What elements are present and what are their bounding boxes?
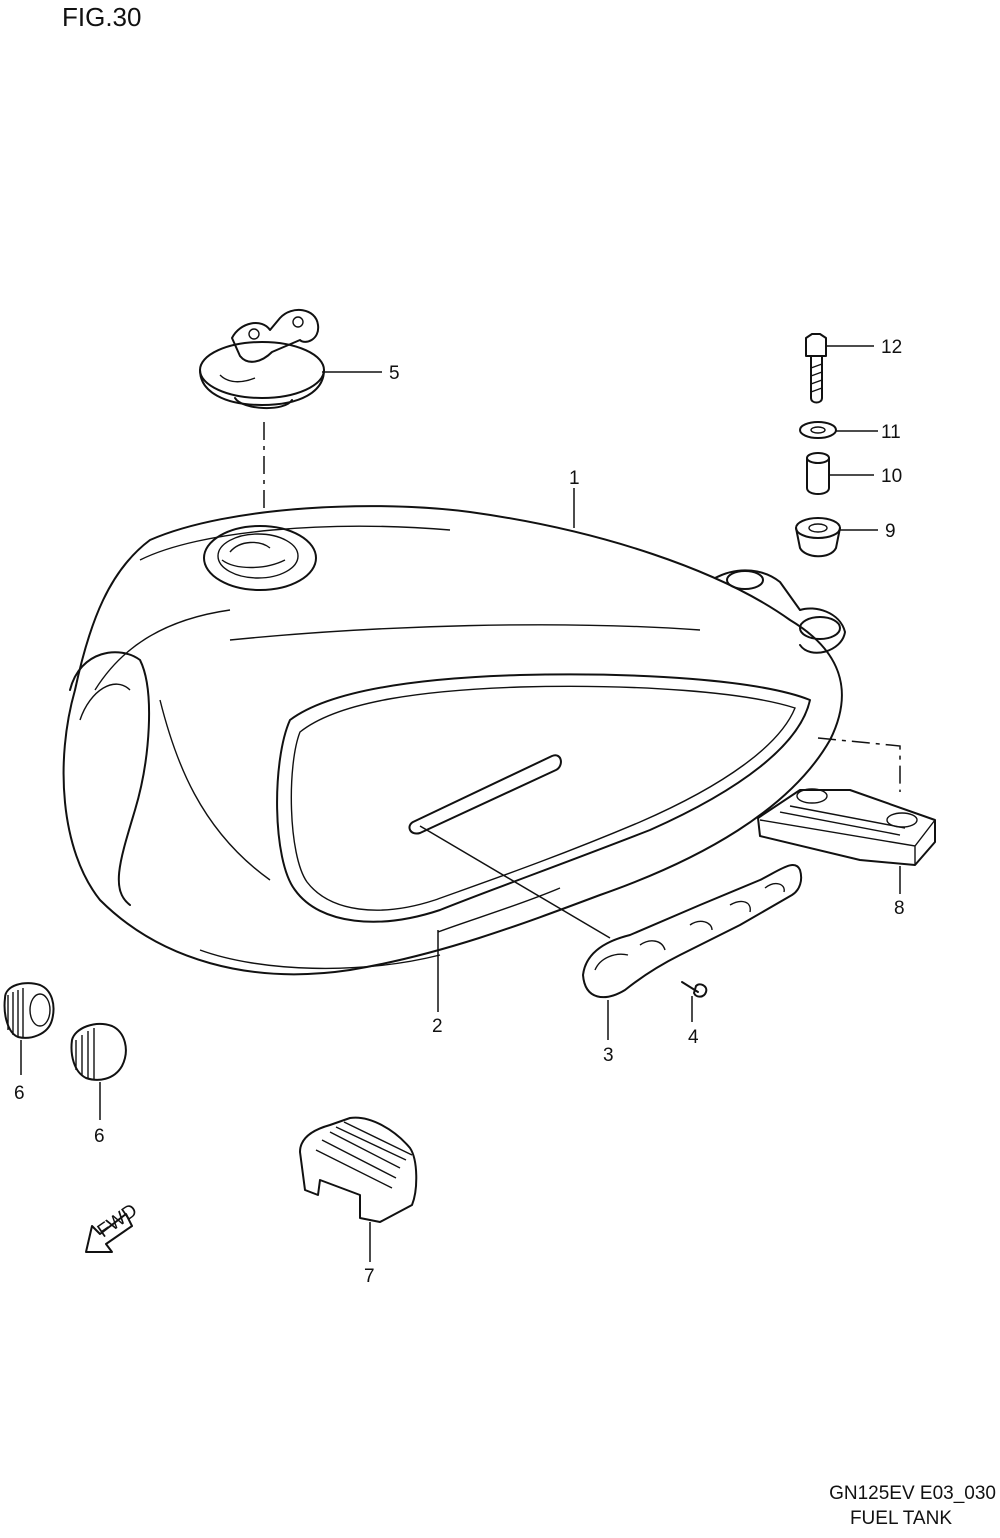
grommet-part-9[interactable] — [795, 517, 841, 558]
callout-2: 2 — [432, 1016, 443, 1037]
stripe-part-2[interactable] — [437, 887, 561, 933]
callout-7: 7 — [364, 1266, 375, 1287]
rear-cushion-part-8[interactable] — [757, 788, 936, 866]
suzuki-emblem-part-3[interactable] — [582, 864, 803, 998]
callout-5: 5 — [389, 363, 400, 384]
front-cushion-part-7[interactable] — [299, 1116, 418, 1223]
fuel-cap-part-5[interactable] — [199, 309, 325, 410]
callout-labels: 1 2 3 4 5 6 6 7 8 9 10 11 12 — [14, 337, 905, 1287]
callout-1: 1 — [569, 468, 580, 489]
forward-arrow-icon: FWD — [85, 1200, 141, 1253]
collar-part-10[interactable] — [806, 452, 830, 495]
callout-6a: 6 — [14, 1083, 25, 1104]
callout-9: 9 — [885, 521, 896, 542]
callout-12: 12 — [881, 337, 902, 358]
callout-6b: 6 — [94, 1126, 105, 1147]
figure-title: FIG.30 — [62, 2, 142, 32]
callout-8: 8 — [894, 898, 905, 919]
callout-10: 10 — [881, 466, 902, 487]
bolt-part-12[interactable] — [805, 333, 827, 404]
callout-3: 3 — [603, 1045, 614, 1066]
cushion-part-6a[interactable] — [3, 982, 55, 1039]
section-name: FUEL TANK — [849, 1508, 952, 1529]
washer-part-11[interactable] — [799, 421, 837, 439]
diagram-code: GN125EV E03_030 — [829, 1483, 996, 1504]
cushion-part-6b[interactable] — [70, 1022, 127, 1081]
callout-4: 4 — [688, 1027, 699, 1048]
callout-11: 11 — [881, 422, 901, 443]
screw-part-4[interactable] — [681, 981, 708, 998]
leader-lines — [20, 345, 901, 1262]
fuel-tank-part-1[interactable] — [62, 505, 846, 976]
assembly-line-cushion — [817, 737, 901, 792]
